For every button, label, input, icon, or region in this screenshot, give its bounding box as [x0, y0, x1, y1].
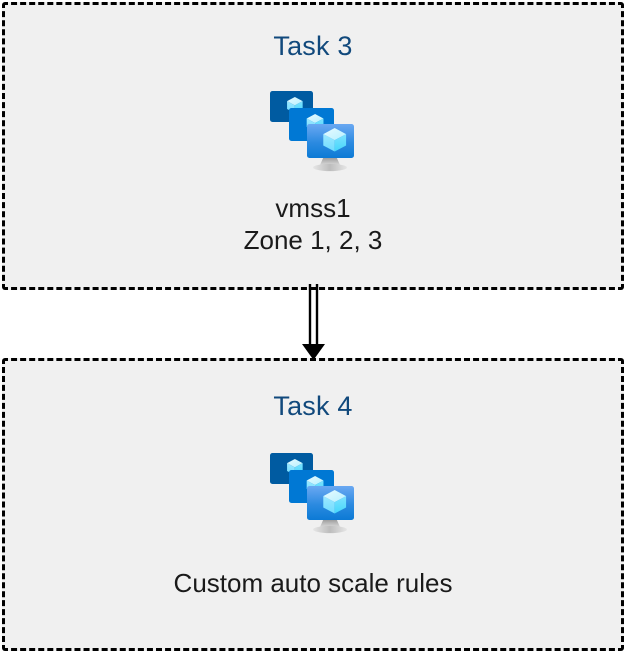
virtual-machine-scale-set-icon	[270, 453, 354, 534]
task-3-caption-line-1: vmss1	[275, 193, 351, 223]
task-4-caption: Custom auto scale rules	[174, 568, 453, 600]
task-4-caption-line-1: Custom auto scale rules	[173, 568, 453, 598]
task-3-caption: vmss1 Zone 1, 2, 3	[244, 193, 383, 256]
task-4-title: Task 4	[273, 391, 353, 421]
task-box-task-4[interactable]: Task 4	[2, 358, 624, 651]
task-box-task-3[interactable]: Task 3	[2, 2, 624, 290]
task-3-caption-line-2: Zone 1, 2, 3	[243, 224, 383, 255]
connector-arrow-task3-to-task4	[302, 284, 325, 360]
virtual-machine-scale-set-icon	[270, 91, 354, 172]
task-3-title: Task 3	[273, 31, 353, 61]
